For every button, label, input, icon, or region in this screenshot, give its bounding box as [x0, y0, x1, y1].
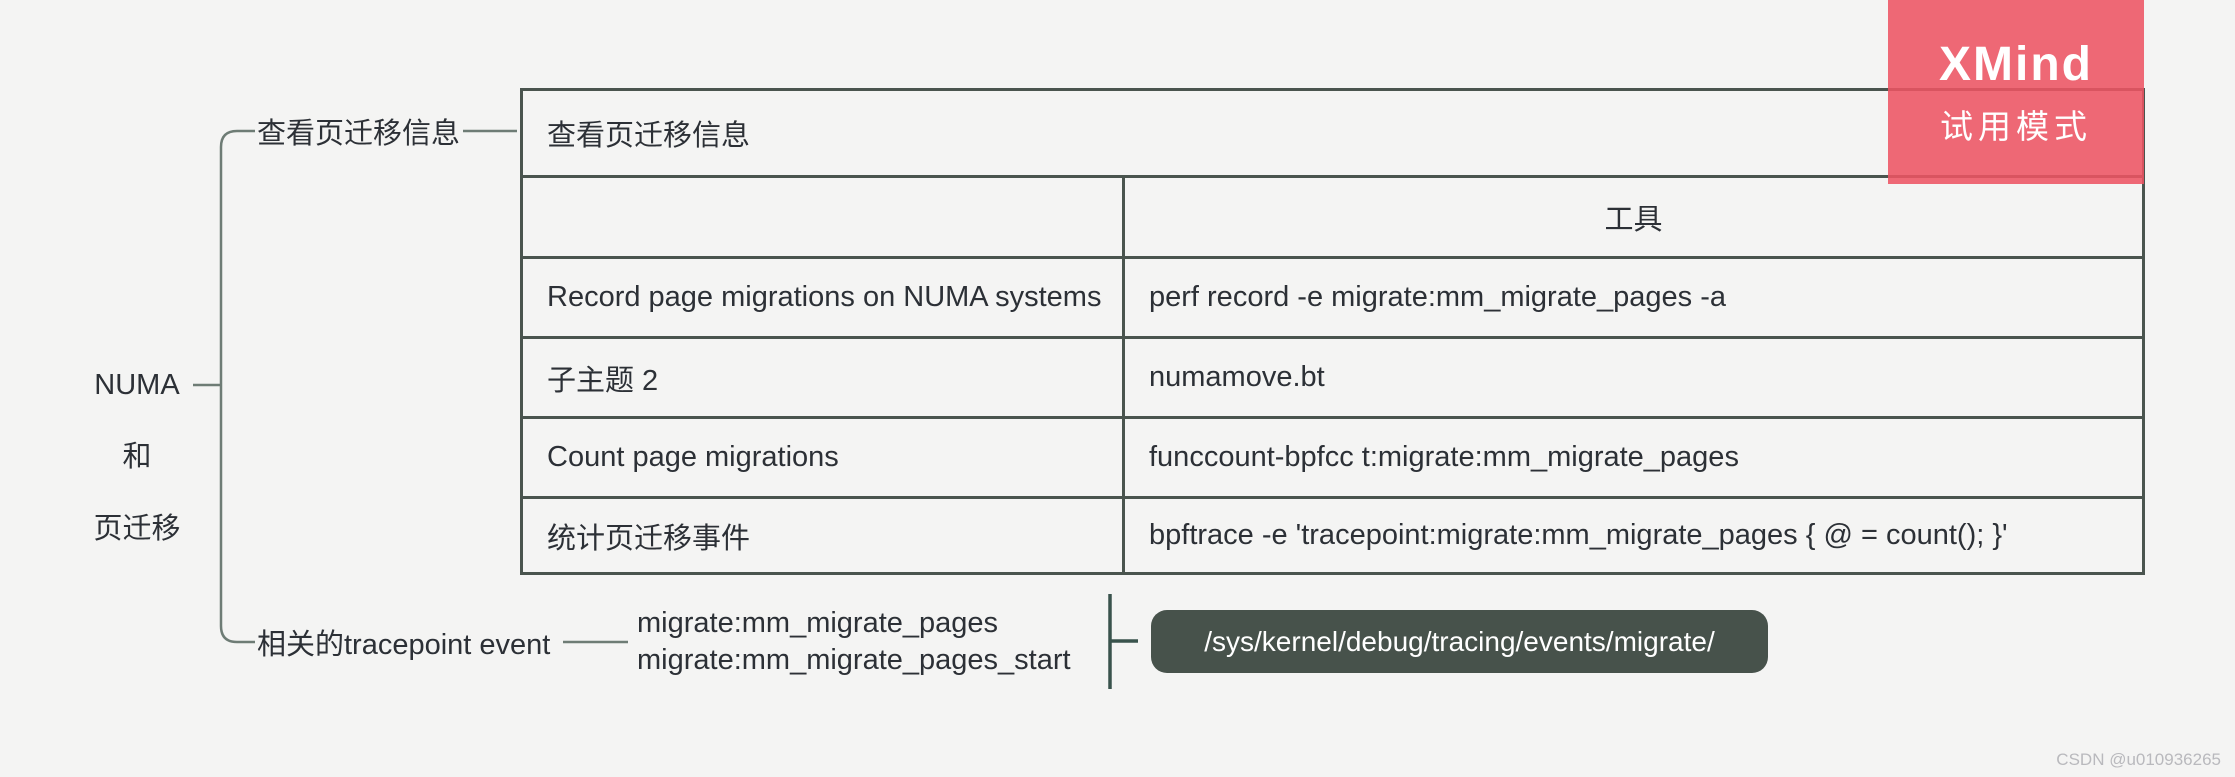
- branch-tracepoint-event[interactable]: 相关的tracepoint event: [257, 629, 551, 661]
- branch-view-migration-info[interactable]: 查看页迁移信息: [257, 118, 461, 150]
- tracepoint-events-node[interactable]: migrate:mm_migrate_pages migrate:mm_migr…: [637, 605, 1071, 679]
- table-header-tool-cell[interactable]: 工具: [1122, 175, 2142, 256]
- table-title-cell[interactable]: 查看页迁移信息: [547, 120, 751, 152]
- table-row-tool[interactable]: funccount-bpfcc t:migrate:mm_migrate_pag…: [1122, 416, 2142, 496]
- xmind-logo-text: XMind: [1939, 37, 2093, 91]
- table-row-label[interactable]: 统计页迁移事件: [523, 496, 1122, 572]
- table-header-left-cell[interactable]: [523, 175, 1122, 256]
- tracepoint-event-line1: migrate:mm_migrate_pages: [637, 607, 999, 639]
- root-topic-line3: 页迁移: [93, 513, 181, 545]
- trial-mode-label: 试用模式: [1940, 107, 2092, 145]
- xmind-trial-watermark: XMind 试用模式: [1888, 0, 2144, 184]
- table-row-tool[interactable]: perf record -e migrate:mm_migrate_pages …: [1122, 256, 2142, 336]
- table-row-label[interactable]: Count page migrations: [523, 416, 1122, 496]
- connector-branch-spine: [219, 129, 255, 644]
- tracepoint-event-line2: migrate:mm_migrate_pages_start: [637, 644, 1071, 676]
- csdn-watermark: CSDN @u010936265: [2056, 750, 2221, 769]
- root-topic-line2: 和: [122, 441, 152, 473]
- root-topic-line1: NUMA: [94, 369, 180, 401]
- migration-info-table[interactable]: 查看页迁移信息 工具 Record page migrations on NUM…: [520, 88, 2145, 575]
- root-topic-numa[interactable]: NUMA 和 页迁移: [37, 331, 237, 583]
- tracing-path-badge[interactable]: /sys/kernel/debug/tracing/events/migrate…: [1151, 610, 1768, 673]
- table-row-tool[interactable]: bpftrace -e 'tracepoint:migrate:mm_migra…: [1122, 496, 2142, 572]
- table-row-label[interactable]: Record page migrations on NUMA systems: [523, 256, 1122, 336]
- table-row-label[interactable]: 子主题 2: [523, 336, 1122, 416]
- table-row-tool[interactable]: numamove.bt: [1122, 336, 2142, 416]
